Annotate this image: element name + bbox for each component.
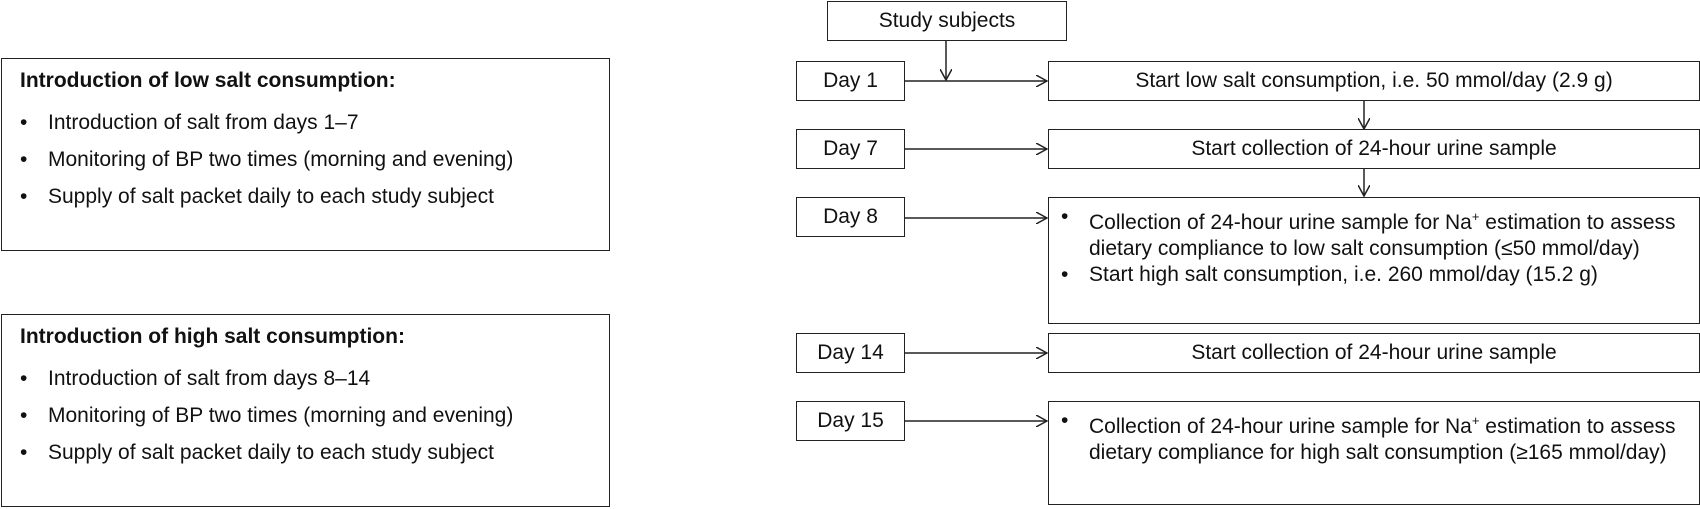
list-item: Supply of salt packet daily to each stud… [20,441,591,465]
action-box-day7: Start collection of 24-hour urine sample [1048,129,1700,169]
list-item: Start high salt consumption, i.e. 260 mm… [1061,262,1689,288]
day-box-8: Day 8 [796,197,905,237]
day-box-15: Day 15 [796,401,905,441]
day-box-14: Day 14 [796,333,905,373]
list-item: Introduction of salt from days 1–7 [20,111,591,135]
action-box-day1: Start low salt consumption, i.e. 50 mmol… [1048,61,1700,101]
list-item: Monitoring of BP two times (morning and … [20,404,591,428]
high-salt-panel: Introduction of high salt consumption: I… [1,314,610,507]
high-salt-list: Introduction of salt from days 8–14 Moni… [20,367,591,465]
action-text: Start collection of 24-hour urine sample [1191,137,1557,160]
day-box-7: Day 7 [796,129,905,169]
action-text: Start collection of 24-hour urine sample [1191,341,1557,364]
high-salt-panel-title: Introduction of high salt consumption: [20,325,405,348]
day-box-1: Day 1 [796,61,905,101]
day-label: Day 15 [817,409,884,432]
list-item: Collection of 24-hour urine sample for N… [1061,204,1689,262]
low-salt-list: Introduction of salt from days 1–7 Monit… [20,111,591,209]
study-subjects-node: Study subjects [827,1,1067,41]
list-item: Monitoring of BP two times (morning and … [20,148,591,172]
action-box-day14: Start collection of 24-hour urine sample [1048,333,1700,373]
action-text: Start low salt consumption, i.e. 50 mmol… [1135,69,1613,92]
list-item: Supply of salt packet daily to each stud… [20,185,591,209]
low-salt-panel-title: Introduction of low salt consumption: [20,69,396,92]
day-label: Day 8 [823,205,878,228]
action-box-day15: Collection of 24-hour urine sample for N… [1048,401,1700,505]
low-salt-panel: Introduction of low salt consumption: In… [1,58,610,251]
study-subjects-label: Study subjects [878,9,1016,32]
list-item: Introduction of salt from days 8–14 [20,367,591,391]
list-item: Collection of 24-hour urine sample for N… [1061,408,1689,466]
action-box-day8: Collection of 24-hour urine sample for N… [1048,197,1700,324]
day-label: Day 1 [823,69,878,92]
day-label: Day 14 [817,341,884,364]
day-label: Day 7 [823,137,878,160]
